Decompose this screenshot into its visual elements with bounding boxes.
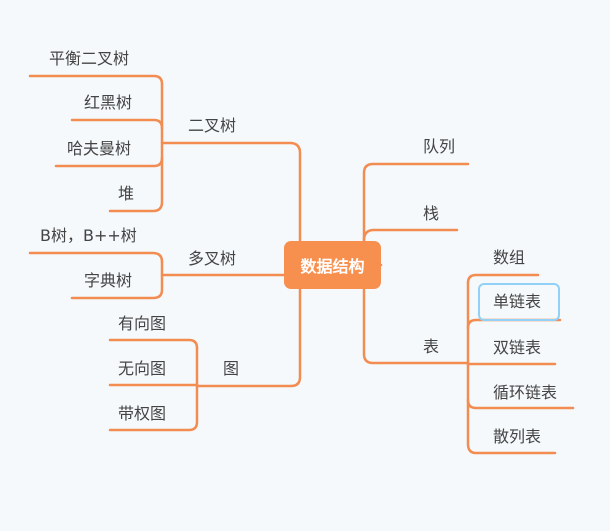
connector-balanced-bt	[28, 74, 164, 86]
node-binary-tree[interactable]: 二叉树	[188, 116, 237, 135]
node-queue[interactable]: 队列	[423, 137, 456, 156]
node-red-black-tree[interactable]: 红黑树	[84, 93, 133, 112]
node-doubly-linked-list[interactable]: 双链表	[493, 338, 542, 357]
connector-table	[362, 263, 470, 365]
node-huffman-tree[interactable]: 哈夫曼树	[67, 139, 132, 158]
node-heap[interactable]: 堆	[118, 184, 135, 203]
selection-highlight	[478, 283, 560, 321]
node-weighted-graph[interactable]: 带权图	[118, 404, 167, 423]
node-singly-linked-list[interactable]: 单链表	[493, 292, 542, 311]
connector-weighted	[108, 346, 199, 432]
node-table[interactable]: 表	[423, 337, 440, 356]
connector-directed	[108, 338, 199, 350]
node-hash-table[interactable]: 散列表	[493, 427, 542, 446]
connector-huffman	[54, 156, 164, 168]
node-stack[interactable]: 栈	[423, 204, 440, 223]
node-graph[interactable]: 图	[223, 359, 240, 378]
node-undirected-graph[interactable]: 无向图	[118, 359, 167, 378]
connector-trie	[70, 260, 164, 300]
connector-stack	[362, 228, 459, 242]
connector-circular-linked	[466, 398, 575, 410]
connector-binary-tree	[160, 141, 302, 243]
node-trie[interactable]: 字典树	[84, 271, 133, 290]
connector-hash	[466, 281, 557, 455]
node-array[interactable]: 数组	[493, 248, 526, 267]
node-balanced-binary-tree[interactable]: 平衡二叉树	[49, 49, 130, 68]
root-node[interactable]: 数据结构	[284, 241, 381, 289]
connector-rb-tree	[70, 118, 164, 130]
node-multi-way-tree[interactable]: 多叉树	[188, 249, 237, 268]
connector-singly-linked	[466, 318, 562, 330]
connector-queue	[362, 162, 470, 267]
node-circular-linked-list[interactable]: 循环链表	[493, 383, 558, 402]
node-directed-graph[interactable]: 有向图	[118, 314, 167, 333]
connector-array	[466, 273, 540, 285]
connector-btree	[28, 251, 164, 264]
connector-heap	[108, 82, 164, 213]
node-b-tree[interactable]: B树，B++树	[40, 226, 137, 245]
connector-graph	[195, 287, 302, 388]
